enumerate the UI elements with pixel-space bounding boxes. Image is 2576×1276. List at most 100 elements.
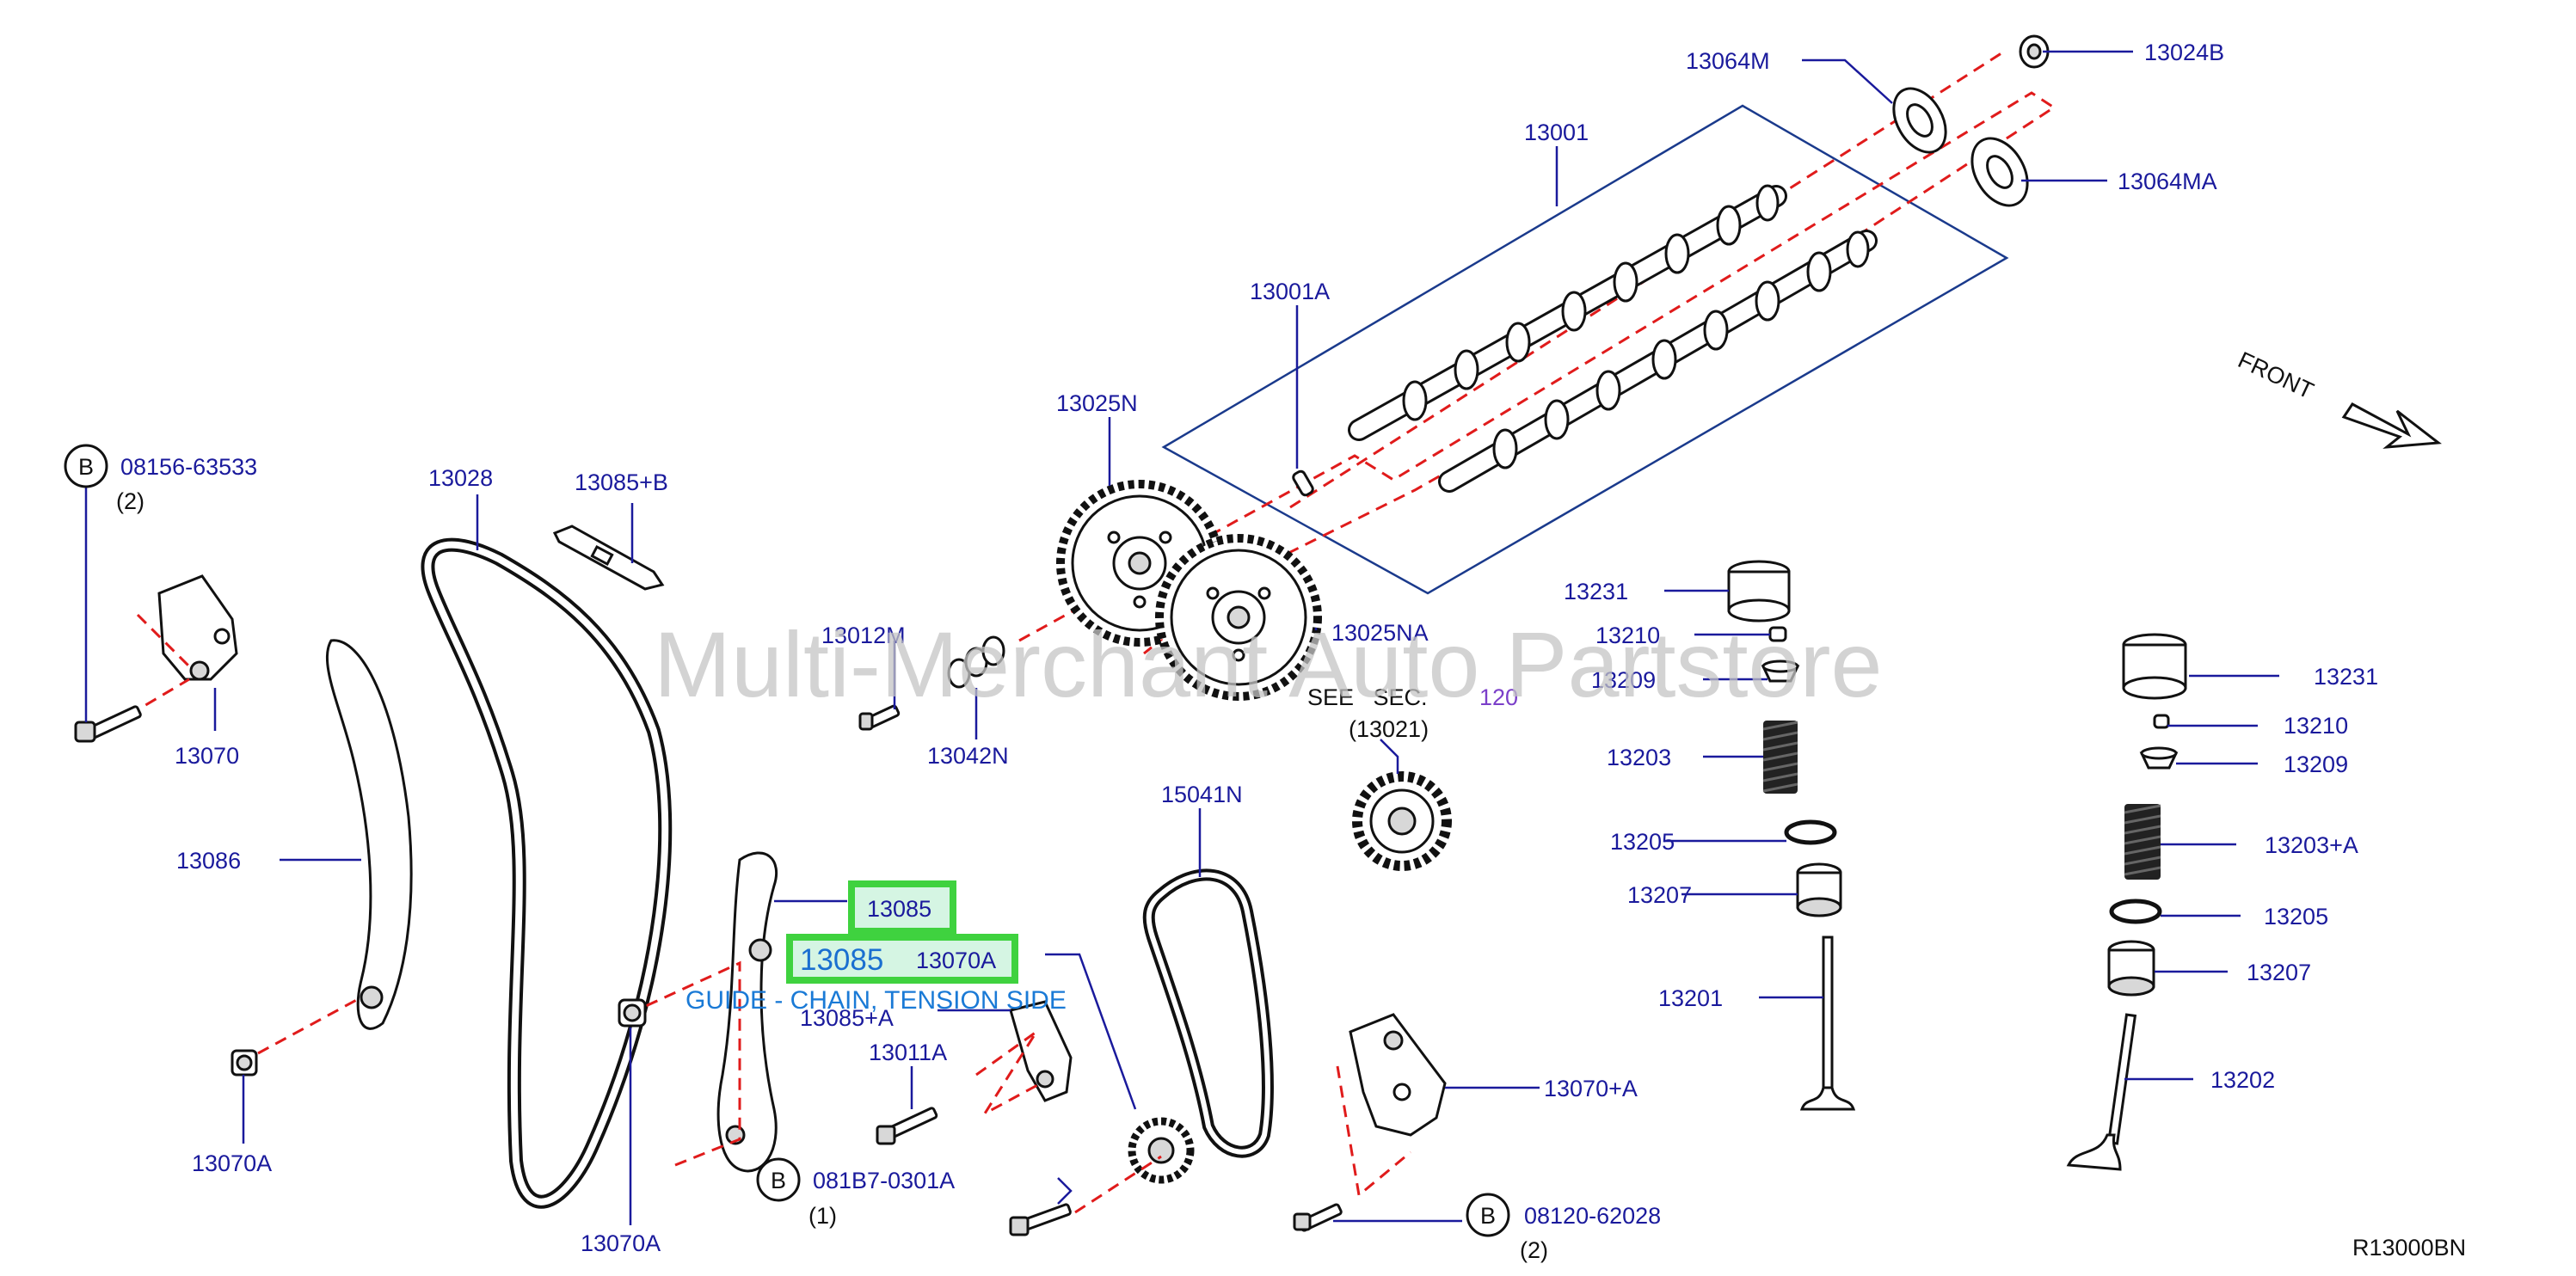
see-sec-line2: (13021) [1349,716,1429,742]
tooltip-caption: GUIDE - CHAIN, TENSION SIDE [685,986,1067,1015]
see-section-note: SEE SEC. 120 (13021) [1307,684,1518,742]
label-13210-right: 13210 [2284,713,2348,739]
front-label: FRONT [2234,347,2317,403]
see-sec-number: 120 [1479,684,1518,710]
part-labels: 13064M 13024B 13001 13064MA 13001A 13025… [175,40,2378,1256]
label-13207: 13207 [1627,882,1692,908]
hotspot-13085[interactable]: 13085 [848,880,956,935]
seal-13207-right [2107,940,2155,997]
seat-13205 [1784,819,1837,845]
crank-dashed [1074,1155,1162,1214]
label-13070pA: 13070+A [1544,1076,1638,1101]
label-13203pA: 13203+A [2265,832,2358,858]
gear-13021 [1352,771,1452,871]
seal-13207 [1796,862,1842,917]
sprocket-13025NA [1155,534,1322,701]
label-13231: 13231 [1564,579,1628,604]
chain-guide-13086 [325,639,413,1030]
dowel-pin-13001A [1292,469,1314,497]
leader-lines [84,50,2279,1225]
label-13085pB: 13085+B [575,469,668,495]
label-13028: 13028 [428,465,493,491]
bolt-13012M [858,704,901,731]
seat-13205-right [2109,899,2162,924]
label-13205: 13205 [1610,829,1675,855]
pivot-bolt-13070A-left [231,1049,258,1077]
label-13086: 13086 [176,848,241,874]
bolt-callout-2-letter: B [771,1168,786,1193]
chain-guide-13085pB [552,525,665,591]
bolt-callout-1-letter: B [78,454,94,480]
label-13070A-left: 13070A [192,1150,272,1176]
hotspot-13085-tension-guide[interactable]: 13070A 13085 [786,934,1018,984]
spring-13203 [1762,721,1798,794]
camshaft-intake [1348,184,1787,441]
tensioner-dashed-right [1336,1065,1411,1198]
label-13011A: 13011A [869,1040,947,1065]
valve-train-right [2066,633,2187,1171]
spring-13203A [2124,804,2161,880]
label-13201: 13201 [1658,985,1723,1011]
label-13001: 13001 [1524,120,1589,145]
label-13070: 13070 [175,743,239,769]
bolt-13011A [876,1107,938,1145]
diagram-code: R13000BN [2352,1235,2466,1261]
label-13209: 13209 [1591,667,1656,693]
label-13025NA: 13025NA [1331,620,1429,646]
valve-13202 [2066,1013,2137,1171]
front-arrow: FRONT [2234,347,2442,449]
label-13203: 13203 [1607,745,1671,770]
label-13042N: 13042N [927,743,1009,769]
camshaft-assembly [858,34,2056,731]
hotspot-13085-tension-label[interactable]: 13085 [800,943,883,977]
bolt-callout-2-part: 081B7-0301A [813,1168,955,1193]
label-13024B: 13024B [2144,40,2224,65]
plug-13024B [2019,34,2050,69]
label-13210: 13210 [1595,623,1660,648]
label-13231-right: 13231 [2314,664,2378,690]
camshaft-group-box [1161,104,2009,595]
bolt-08120-62028 [1293,1203,1343,1232]
label-13207-right: 13207 [2247,960,2311,985]
pivot-dashed-left [257,996,362,1055]
cam-sensor-plate-13064MA [1970,137,2029,207]
pivot-bolt-13070A-mid [618,998,647,1028]
watermark: Multi-Merchant Auto Partstore [654,612,1883,716]
label-13064M: 13064M [1686,48,1770,74]
timing-axis-dashed [1018,91,2056,655]
bolt-callout-1-qty: (2) [116,488,144,514]
hotspot-overlap-label: 13070A [916,948,996,973]
tensioner-dashed-13070 [136,613,195,672]
label-13025N: 13025N [1056,390,1138,416]
bolt-callout-2: B 081B7-0301A (1) [756,1157,955,1229]
guide-dashed [636,960,741,1167]
hotspot-13085-label[interactable]: 13085 [867,896,931,922]
bolt-callout-3-letter: B [1480,1203,1496,1229]
label-13012M: 13012M [821,623,906,648]
crank-sprocket [1128,1117,1195,1184]
label-13202: 13202 [2210,1067,2275,1093]
see-sec-line1: SEE SEC. [1307,684,1428,710]
label-13085pA: 13085+A [800,1005,894,1031]
label-15041N: 15041N [1161,782,1243,807]
tensioner-dashed-13085pA [975,1030,1042,1118]
retainer-13209-right [2139,746,2179,770]
tensioner-13070 [157,574,238,681]
bolt-callout-1: B 08156-63533 (2) [64,444,257,514]
bolt-callout-2-qty: (1) [808,1203,837,1229]
bolt-callout-1-part: 08156-63533 [120,454,257,480]
valve-13201 [1799,936,1856,1111]
bolt-callout-3-part: 08120-62028 [1524,1203,1661,1229]
keeper-13210-right [2153,714,2170,729]
retainer-13209 [1761,659,1800,683]
label-13205-right: 13205 [2264,904,2328,929]
oil-pump-chain-15041N [1142,868,1274,1158]
label-13070A-mid: 13070A [581,1230,661,1256]
timing-chain-13028 [421,537,673,1209]
tensioner-13085pA [1009,1000,1073,1102]
bolt-callout-3-qty: (2) [1520,1237,1548,1263]
o-rings-13042N [947,635,1005,689]
label-13001A: 13001A [1250,279,1330,304]
cam-sensor-plate-13064M [1892,87,1947,154]
